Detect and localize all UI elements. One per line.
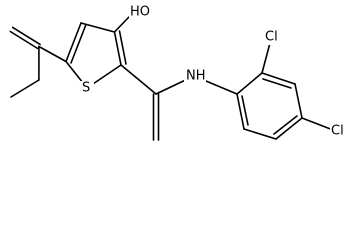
amide-group (120, 64, 238, 141)
bond-ar-cl-ortho (261, 42, 271, 74)
chlorine-ortho-label: Cl (265, 30, 278, 45)
ester-group (9, 26, 67, 98)
bond-ar-4-5 (275, 117, 303, 140)
chlorine-para-label: Cl (331, 124, 344, 139)
bond-c3-c2-b (70, 23, 87, 64)
bond-ar-1-2 (236, 72, 263, 95)
bond-carbonyl-o-b (9, 30, 39, 50)
bond-ar-cl-para (301, 117, 334, 131)
label-chlorine-para: Cl (330, 123, 350, 139)
thiophene-ring (65, 16, 130, 89)
molecule-diagram: HO S NH Cl Cl (9, 4, 350, 141)
bond-carbonyl-o-a (11, 26, 41, 46)
structure-canvas: HO S NH Cl Cl (9, 4, 350, 141)
bond-ester-c-ring (38, 45, 67, 63)
label-thiophene-sulfur: S (80, 81, 94, 96)
bond-c5-c4-a (113, 31, 122, 66)
bond-ar-2-3-inner (262, 78, 292, 89)
sulfur-label: S (82, 81, 90, 96)
bond-ar-6-1 (236, 93, 245, 130)
label-hydroxyl: HO (129, 4, 151, 20)
bond-c3-c2-a (65, 22, 82, 63)
bond-ar-2-3 (261, 72, 296, 85)
bond-c4-oh (113, 16, 130, 33)
hydroxyl-label: HO (130, 5, 150, 20)
amide-nh-label: NH (186, 69, 206, 84)
bond-ar-5-6 (243, 128, 277, 140)
phenyl-ring (236, 42, 334, 140)
bond-ar-3-4 (294, 83, 303, 119)
bond-c5-amide-c (120, 64, 157, 95)
bond-ar-4-5-inner (273, 115, 298, 135)
bond-ar-6-1-inner (241, 95, 249, 126)
bond-c5-c4-b (118, 30, 127, 65)
bond-o-methyl (10, 79, 40, 98)
label-chlorine-ortho: Cl (263, 29, 283, 45)
label-amide-nh: NH (184, 69, 206, 84)
